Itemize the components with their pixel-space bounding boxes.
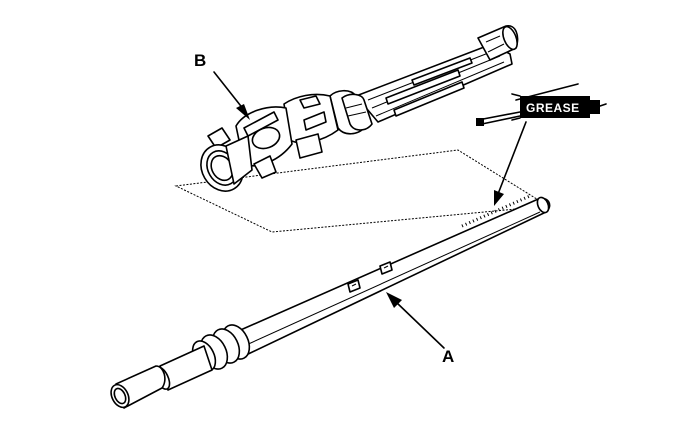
grease-gun-icon — [476, 83, 607, 126]
leader-a-arrowhead — [386, 292, 402, 308]
leader-b — [213, 71, 245, 111]
grease-label: GREASE — [526, 101, 580, 115]
callout-b: B — [194, 51, 206, 70]
grease-leader-arrowhead — [494, 190, 504, 206]
part-a-outer-shaft — [110, 196, 551, 409]
callout-a: A — [442, 347, 454, 366]
grease-leader — [497, 121, 527, 195]
grease-zone — [461, 194, 531, 228]
part-b-inner-shaft — [200, 25, 519, 192]
leader-b-arrowhead — [236, 104, 250, 120]
leader-a — [395, 301, 445, 349]
